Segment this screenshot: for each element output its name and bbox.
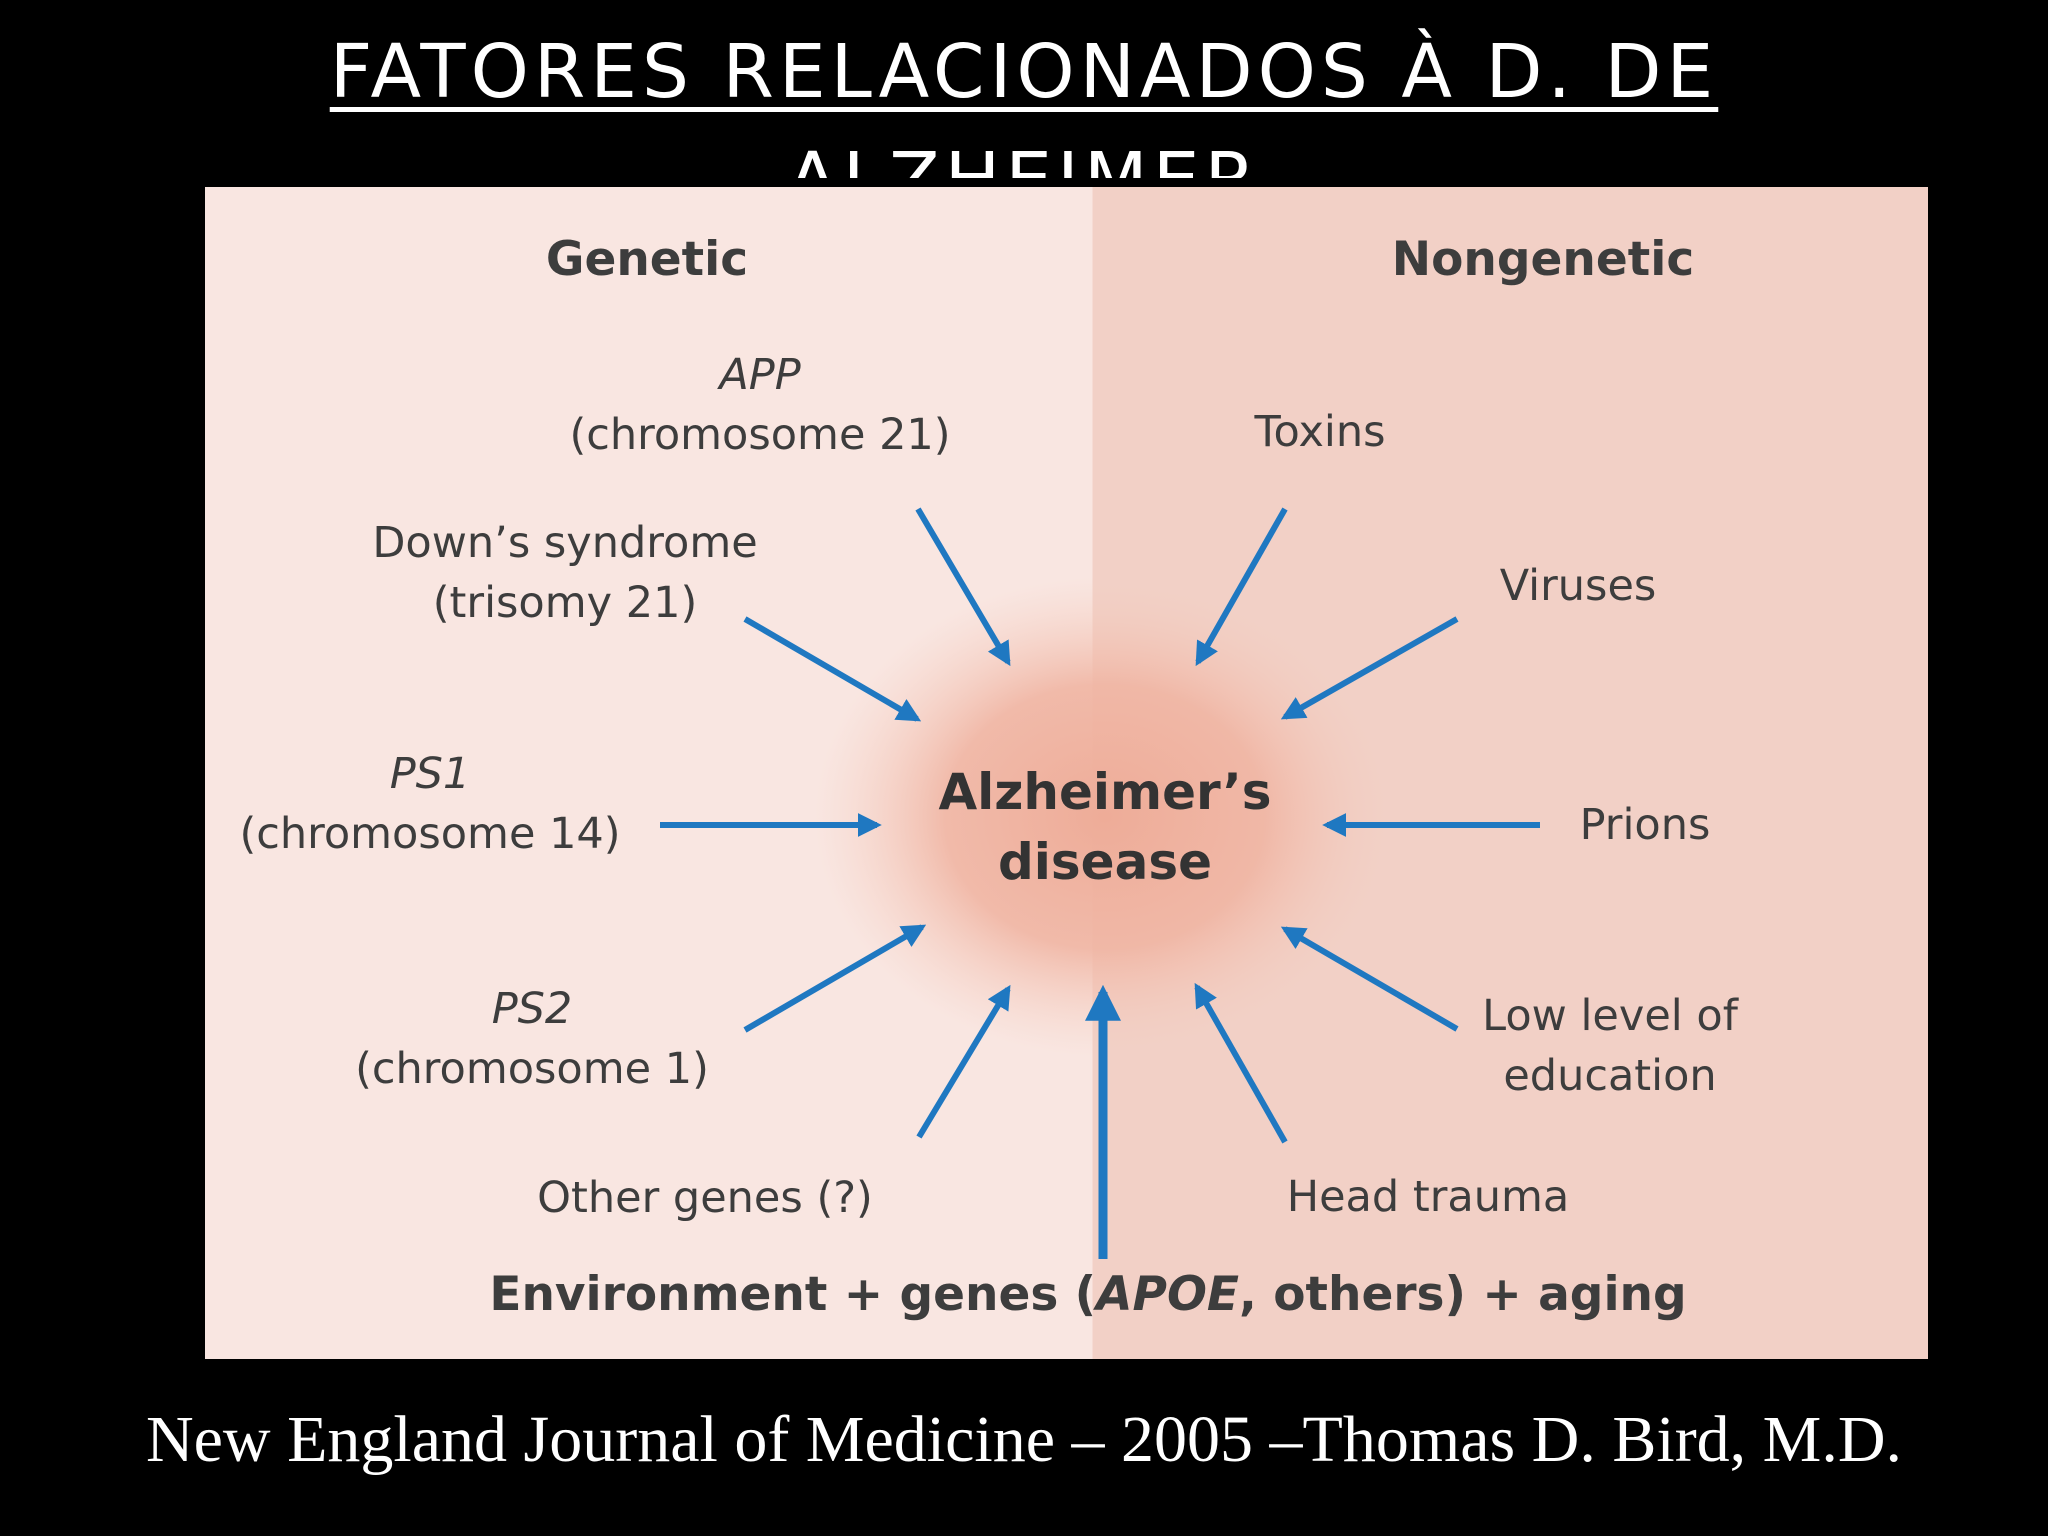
- arrow-ps2: [743, 924, 927, 1033]
- down-syndrome-line1: Down’s syndrome: [372, 518, 758, 568]
- bottom-apoe: APOE: [1096, 1267, 1240, 1322]
- arrow-education: [1280, 926, 1459, 1032]
- ps1-chromosome: (chromosome 14): [239, 809, 621, 859]
- diagram-graphics: [660, 507, 1540, 1259]
- label-toxins: Toxins: [1254, 407, 1386, 457]
- arrow-head-trauma: [1194, 982, 1288, 1144]
- arrow-other-genes: [916, 984, 1011, 1139]
- bottom-part2: , others) + aging: [1239, 1267, 1687, 1322]
- label-app: APP (chromosome 21): [569, 345, 950, 465]
- alzheimer-factors-diagram: Genetic Nongenetic APP (chromosome 21) D…: [205, 187, 1928, 1359]
- ps2-chromosome: (chromosome 1): [355, 1044, 709, 1094]
- education-line2: education: [1503, 1051, 1717, 1101]
- center-line1: Alzheimer’s: [938, 763, 1272, 821]
- label-education: Low level of education: [1482, 986, 1738, 1106]
- label-ps2: PS2 (chromosome 1): [355, 979, 709, 1099]
- down-syndrome-line2: (trisomy 21): [432, 578, 698, 628]
- slide-title-line2: ALZHEIMER: [0, 126, 2048, 178]
- ps1-gene-name: PS1: [389, 749, 471, 799]
- center-line2: disease: [997, 833, 1213, 891]
- label-down-syndrome: Down’s syndrome (trisomy 21): [372, 513, 757, 633]
- app-gene-name: APP: [719, 350, 801, 400]
- arrow-down-syndrome: [743, 616, 922, 722]
- slide-title-line1: FATORES RELACIONADOS À D. DE: [329, 29, 1719, 115]
- slide-title: FATORES RELACIONADOS À D. DE ALZHEIMER: [0, 18, 2048, 178]
- label-prions: Prions: [1579, 800, 1711, 850]
- arrow-toxins: [1195, 507, 1288, 667]
- center-glow: [815, 577, 1395, 1057]
- arrow-viruses: [1280, 616, 1459, 720]
- bottom-label: Environment + genes (APOE, others) + agi…: [489, 1265, 1686, 1325]
- ps2-gene-name: PS2: [491, 984, 573, 1034]
- heading-genetic: Genetic: [545, 232, 749, 287]
- arrow-app: [915, 507, 1011, 667]
- app-chromosome: (chromosome 21): [569, 410, 951, 460]
- label-ps1: PS1 (chromosome 14): [239, 744, 620, 864]
- heading-nongenetic: Nongenetic: [1391, 232, 1695, 287]
- citation: New England Journal of Medicine – 2005 –…: [145, 1403, 1903, 1476]
- label-head-trauma: Head trauma: [1286, 1172, 1570, 1222]
- center-label: Alzheimer’s disease: [938, 757, 1271, 897]
- bottom-part1: Environment + genes (: [489, 1267, 1097, 1322]
- label-other-genes: Other genes (?): [537, 1173, 873, 1223]
- label-viruses: Viruses: [1499, 561, 1657, 611]
- education-line1: Low level of: [1482, 991, 1738, 1041]
